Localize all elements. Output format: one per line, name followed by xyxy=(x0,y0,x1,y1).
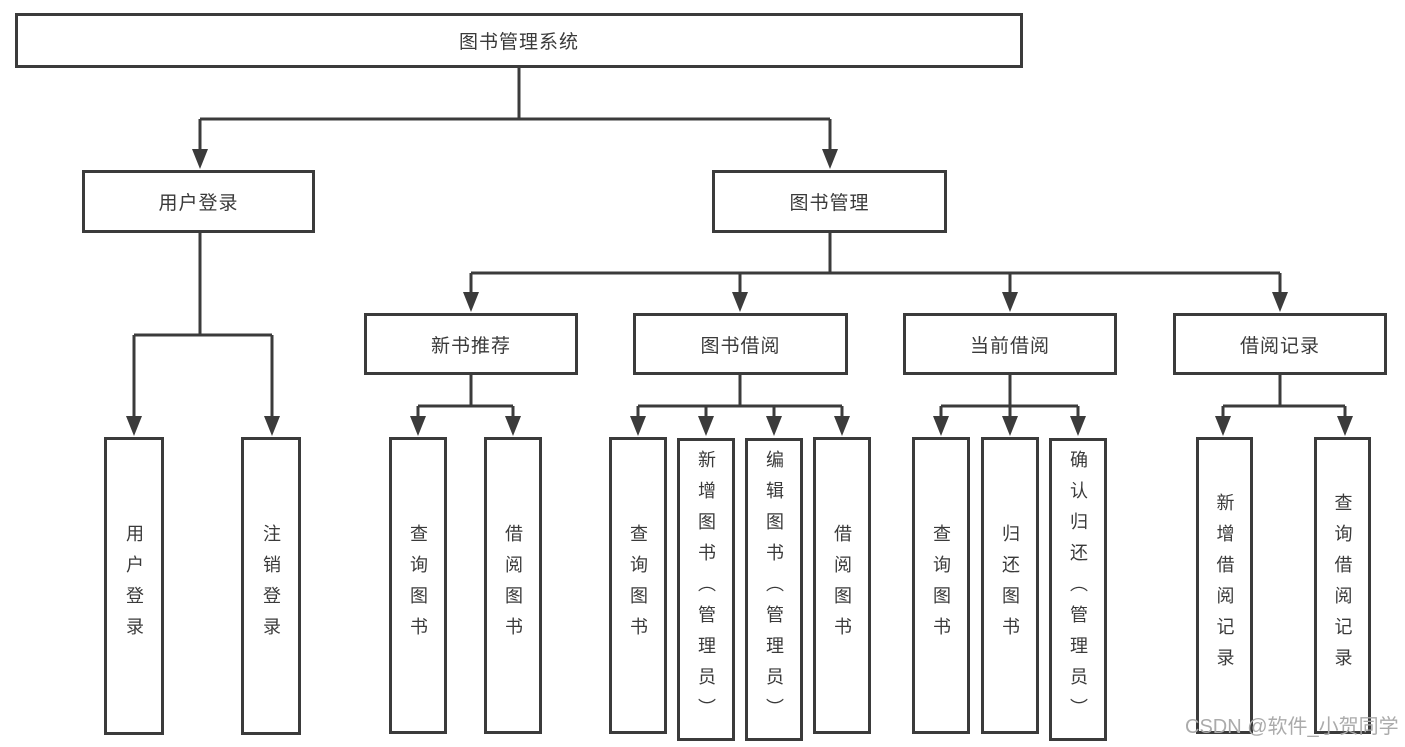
leaf-return-books: 归还图书 xyxy=(981,437,1039,734)
arrow-icon xyxy=(834,416,850,436)
arrow-icon xyxy=(1272,292,1288,312)
leaf-add-books-admin: 新增图书（管理员） xyxy=(677,438,735,741)
arrow-icon xyxy=(933,416,949,436)
csdn-watermark: CSDN @软件_小贺同学 xyxy=(1185,716,1399,738)
leaf-borrow-books-recommend: 借阅图书 xyxy=(484,437,542,734)
arrow-icon xyxy=(766,416,782,436)
arrow-icon xyxy=(1002,416,1018,436)
connector-borrow-records xyxy=(1221,375,1347,421)
arrow-icon xyxy=(1337,416,1353,436)
connector-book-management xyxy=(469,233,1282,297)
leaf-add-borrow-record: 新增借阅记录 xyxy=(1196,437,1253,734)
arrow-icon xyxy=(192,149,208,169)
node-user-login: 用户登录 xyxy=(82,170,315,233)
node-book-management: 图书管理 xyxy=(712,170,947,233)
connector-new-book xyxy=(416,375,515,421)
arrow-icon xyxy=(698,416,714,436)
arrow-icon xyxy=(1070,416,1086,436)
arrow-icon xyxy=(126,416,142,436)
leaf-borrow-books: 借阅图书 xyxy=(813,437,871,734)
connector-book-borrow xyxy=(636,375,844,421)
arrow-icon xyxy=(463,292,479,312)
leaf-user-login: 用户登录 xyxy=(104,437,164,735)
node-borrow-records: 借阅记录 xyxy=(1173,313,1387,375)
connector-current-borrow xyxy=(939,375,1080,421)
arrowheads xyxy=(126,149,1353,436)
connector-user-login xyxy=(132,233,274,420)
leaf-query-books-borrow: 查询图书 xyxy=(609,437,667,734)
arrow-icon xyxy=(410,416,426,436)
arrow-icon xyxy=(732,292,748,312)
leaf-logout: 注销登录 xyxy=(241,437,301,735)
node-root-library-system: 图书管理系统 xyxy=(15,13,1023,68)
arrow-icon xyxy=(822,149,838,169)
leaf-confirm-return-admin: 确认归还（管理员） xyxy=(1049,438,1107,741)
node-new-book-recommend: 新书推荐 xyxy=(364,313,578,375)
leaf-query-books-recommend: 查询图书 xyxy=(389,437,447,734)
arrow-icon xyxy=(1215,416,1231,436)
node-book-borrow: 图书借阅 xyxy=(633,313,848,375)
arrow-icon xyxy=(505,416,521,436)
arrow-icon xyxy=(1002,292,1018,312)
arrow-icon xyxy=(264,416,280,436)
leaf-query-books-current: 查询图书 xyxy=(912,437,970,734)
connector-root xyxy=(198,67,832,154)
leaf-edit-books-admin: 编辑图书（管理员） xyxy=(745,438,803,741)
node-current-borrow: 当前借阅 xyxy=(903,313,1117,375)
arrow-icon xyxy=(630,416,646,436)
leaf-query-borrow-record: 查询借阅记录 xyxy=(1314,437,1371,734)
